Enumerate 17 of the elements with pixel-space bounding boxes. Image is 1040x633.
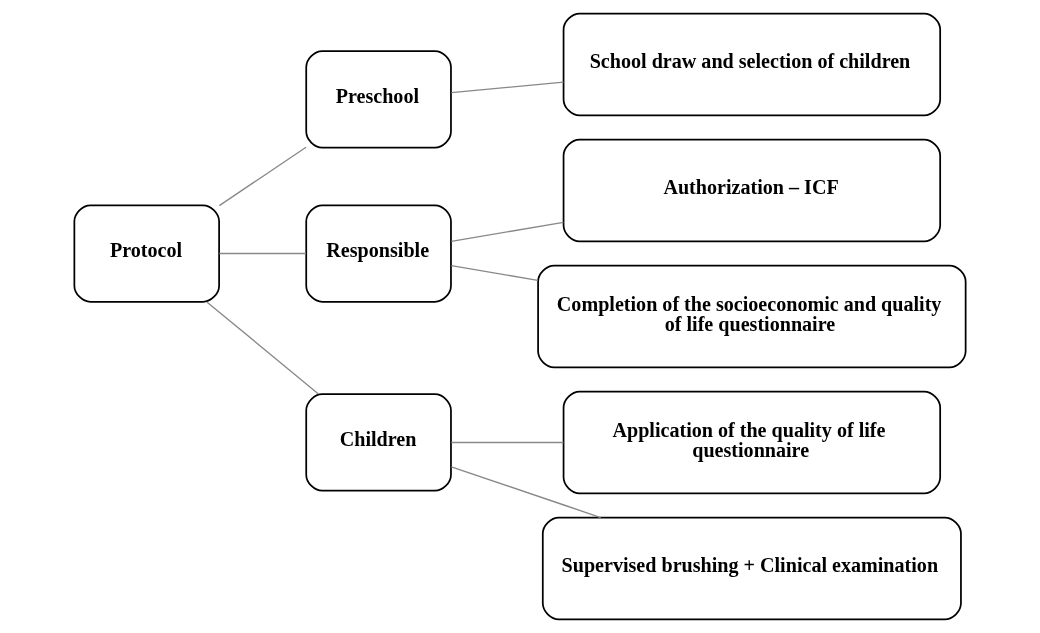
connector — [450, 441, 565, 444]
node-box: Responsible — [305, 204, 452, 303]
connector — [450, 221, 565, 243]
node-box: Completion of the socioeconomic and quality of life questionnaire — [537, 264, 967, 369]
connector — [206, 301, 320, 395]
node-box: Supervised brushing + Clinical examination — [541, 516, 962, 621]
node-box: Preschool — [305, 50, 452, 149]
node-box: School draw and selection of children — [562, 12, 942, 117]
node-box: Authorization – ICF — [562, 138, 942, 243]
node-box: Children — [305, 393, 452, 492]
connector — [218, 146, 307, 207]
connector — [450, 466, 602, 519]
node-box: Protocol — [73, 204, 220, 303]
node-box: Application of the quality of life questionnaire — [562, 390, 942, 495]
connector — [450, 81, 565, 94]
connector — [450, 264, 539, 281]
connector — [218, 252, 307, 255]
